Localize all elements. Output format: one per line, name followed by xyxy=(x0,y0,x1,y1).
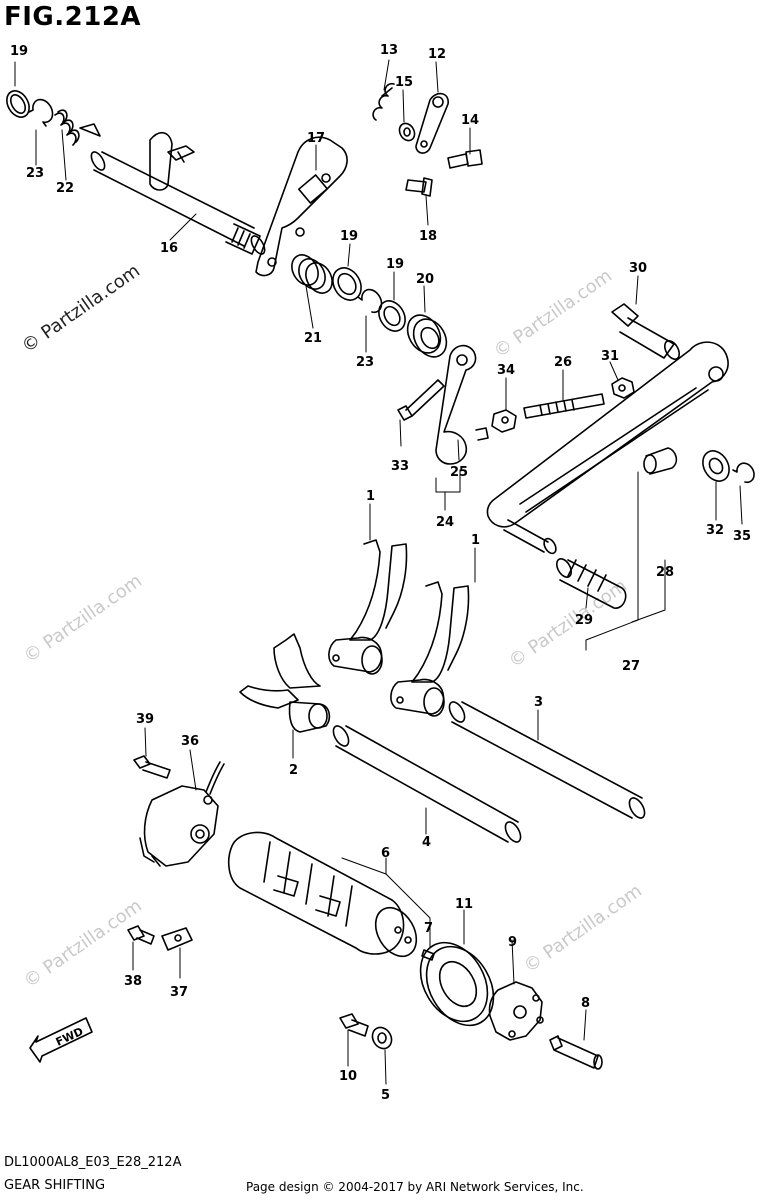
callout-20: 20 xyxy=(416,272,434,287)
washer-19b xyxy=(332,267,362,301)
callout-31: 31 xyxy=(601,349,619,364)
callout-18: 18 xyxy=(419,229,437,244)
callout-3: 3 xyxy=(534,695,543,710)
rod-end-25 xyxy=(435,344,489,465)
shift-fork-2 xyxy=(239,633,331,733)
bolt-14 xyxy=(447,149,483,169)
callout-5: 5 xyxy=(381,1088,390,1103)
callout-37: 37 xyxy=(170,985,188,1000)
fwd-arrow-icon: FWD xyxy=(29,1017,93,1063)
callout-17: 17 xyxy=(307,131,325,146)
lever-pivot-bolt-30 xyxy=(611,303,681,360)
callout-34: 34 xyxy=(497,363,515,378)
return-spring-22 xyxy=(54,109,101,146)
callout-24: 24 xyxy=(436,515,454,530)
gearshift-arm-17 xyxy=(255,136,348,277)
gearshift-rod-26 xyxy=(523,393,605,419)
callout-25: 25 xyxy=(450,465,468,480)
model-code: DL1000AL8_E03_E28_212A xyxy=(4,1155,182,1170)
bushing-28 xyxy=(643,447,678,475)
callout-29: 29 xyxy=(575,613,593,628)
callout-38: 38 xyxy=(124,974,142,989)
bearing-11 xyxy=(419,941,495,1027)
pin-8 xyxy=(549,1035,603,1070)
diagram-name: GEAR SHIFTING xyxy=(4,1178,106,1193)
callout-22: 22 xyxy=(56,181,74,196)
circlip-23 xyxy=(28,98,54,127)
callout-30: 30 xyxy=(629,261,647,276)
callout-14: 14 xyxy=(461,113,479,128)
snap-ring-19 xyxy=(6,90,30,118)
gearshift-lever-27 xyxy=(486,341,729,555)
footpeg-rubber-29 xyxy=(555,558,627,609)
bolt-33 xyxy=(397,379,445,421)
spring-13 xyxy=(372,82,395,121)
pin-7 xyxy=(421,949,435,961)
callout-16: 16 xyxy=(160,241,178,256)
nut-34 xyxy=(491,409,517,433)
oil-seal-20 xyxy=(406,314,448,358)
callout-26: 26 xyxy=(554,355,572,370)
callout-4: 4 xyxy=(422,835,431,850)
washer-5 xyxy=(371,1026,393,1050)
callout-9: 9 xyxy=(508,935,517,950)
callout-27: 27 xyxy=(622,659,640,674)
callout-36: 36 xyxy=(181,734,199,749)
callout-7: 7 xyxy=(424,921,433,936)
nut-31 xyxy=(611,377,635,399)
callout-32: 32 xyxy=(706,523,724,538)
shift-fork-shaft-4 xyxy=(332,725,522,843)
callout-10: 10 xyxy=(339,1069,357,1084)
callout-19: 19 xyxy=(10,44,28,59)
gearshift-cam-6 xyxy=(227,831,418,958)
callout-13: 13 xyxy=(380,43,398,58)
gearshift-cam-stopper-plate-9 xyxy=(488,981,544,1041)
copyright-text: Page design © 2004-2017 by ARI Network S… xyxy=(246,1180,584,1194)
screw-38 xyxy=(127,925,155,945)
shift-fork-shaft-3 xyxy=(448,701,646,819)
gearshift-shaft-16 xyxy=(90,132,266,255)
leader-lines xyxy=(14,59,743,1085)
gear-position-sensor-36 xyxy=(139,761,225,867)
callout-19: 19 xyxy=(340,229,358,244)
callout-15: 15 xyxy=(395,75,413,90)
circlip-35 xyxy=(732,462,755,484)
callout-8: 8 xyxy=(581,996,590,1011)
callout-39: 39 xyxy=(136,712,154,727)
callout-6: 6 xyxy=(381,846,390,861)
callout-11: 11 xyxy=(455,897,473,912)
bolt-39 xyxy=(133,755,171,779)
callout-1: 1 xyxy=(471,533,480,548)
gearshift-link-12 xyxy=(415,92,449,154)
callout-19: 19 xyxy=(386,257,404,272)
callout-12: 12 xyxy=(428,47,446,62)
washer-19c xyxy=(378,300,406,332)
callout-33: 33 xyxy=(391,459,409,474)
callout-2: 2 xyxy=(289,763,298,778)
plate-37 xyxy=(161,927,193,951)
shift-fork-1a xyxy=(328,539,408,675)
figure-title: FIG.212A xyxy=(4,2,142,32)
callout-23: 23 xyxy=(26,166,44,181)
spring-21 xyxy=(291,254,333,294)
callout-1: 1 xyxy=(366,489,375,504)
bolt-18 xyxy=(405,177,433,197)
washer-15 xyxy=(398,122,416,142)
callout-28: 28 xyxy=(656,565,674,580)
washer-32 xyxy=(702,450,730,482)
bolt-10 xyxy=(339,1013,369,1037)
shift-fork-1b xyxy=(390,581,470,717)
callout-23: 23 xyxy=(356,355,374,370)
callout-35: 35 xyxy=(733,529,751,544)
circlip-23b xyxy=(357,288,383,314)
callout-21: 21 xyxy=(304,331,322,346)
